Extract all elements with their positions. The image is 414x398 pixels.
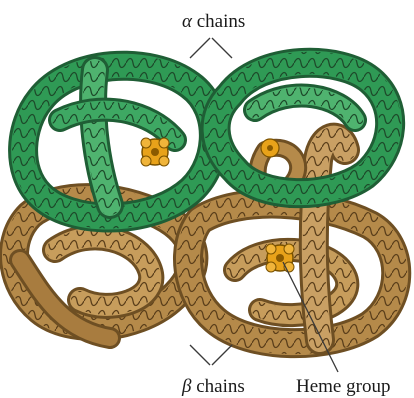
alpha-chains-label: α chains (182, 11, 245, 32)
beta-chains-label: β chains (181, 376, 245, 397)
alpha-chain-left (23, 66, 214, 218)
heme-alpha-right (261, 139, 279, 157)
beta-bracket (190, 345, 232, 365)
heme-group-label: Heme group (296, 376, 390, 397)
alpha-chains-text: chains (192, 11, 245, 32)
heme-beta-right (266, 244, 294, 272)
heme-alpha-left (141, 138, 169, 166)
beta-chains-text: chains (191, 376, 244, 397)
alpha-bracket (190, 38, 232, 58)
beta-symbol: β (181, 376, 192, 397)
